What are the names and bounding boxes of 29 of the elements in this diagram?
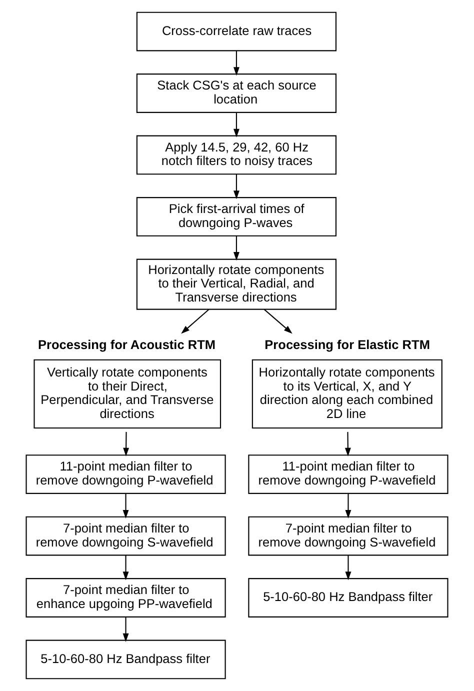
node-box: 11-point median filter to remove downgoing P-wavefield [248, 454, 448, 494]
node-box: 7-point median filter to remove downgoing S-wavefield [26, 516, 226, 556]
node-box: Horizontally rotate components to their Vertical, Radial, and Transverse directions [136, 258, 337, 310]
node-box: 7-point median filter to enhance upgoing PP-wavefield [26, 578, 226, 618]
node-box: Cross-correlate raw traces [136, 12, 337, 52]
arrow [181, 309, 210, 334]
arrow [123, 432, 130, 456]
arrow [264, 309, 292, 334]
arrow [233, 112, 240, 138]
node-box: Horizontally rotate components to its Vertical, X, and Y direction along each combined 2D line [252, 359, 442, 429]
node-label: Processing for Elastic RTM [264, 336, 430, 352]
arrow [233, 236, 240, 261]
node-box: Stack CSG's at each source location [136, 74, 337, 113]
arrow [233, 174, 240, 200]
arrow [122, 494, 129, 518]
arrow [122, 555, 129, 580]
arrow [345, 494, 352, 518]
node-box: Vertically rotate components to their Direct, Perpendicular, and Transverse directions [34, 359, 222, 429]
node-label: Processing for Acoustic RTM [38, 336, 216, 352]
arrow [122, 617, 129, 642]
node-box: Apply 14.5, 29, 42, 60 Hz notch filters to noisy traces [136, 135, 337, 175]
arrow [233, 50, 240, 76]
node-box: 5-10-60-80 Hz Bandpass filter [26, 640, 226, 680]
arrow [344, 432, 351, 456]
node-box: Pick first-arrival times of downgoing P-waves [136, 197, 337, 236]
node-box: 11-point median filter to remove downgoing P-wavefield [26, 454, 226, 494]
node-box: 5-10-60-80 Hz Bandpass filter [248, 578, 448, 618]
node-box: 7-point median filter to remove downgoing S-wavefield [248, 516, 448, 556]
arrow [345, 555, 352, 580]
